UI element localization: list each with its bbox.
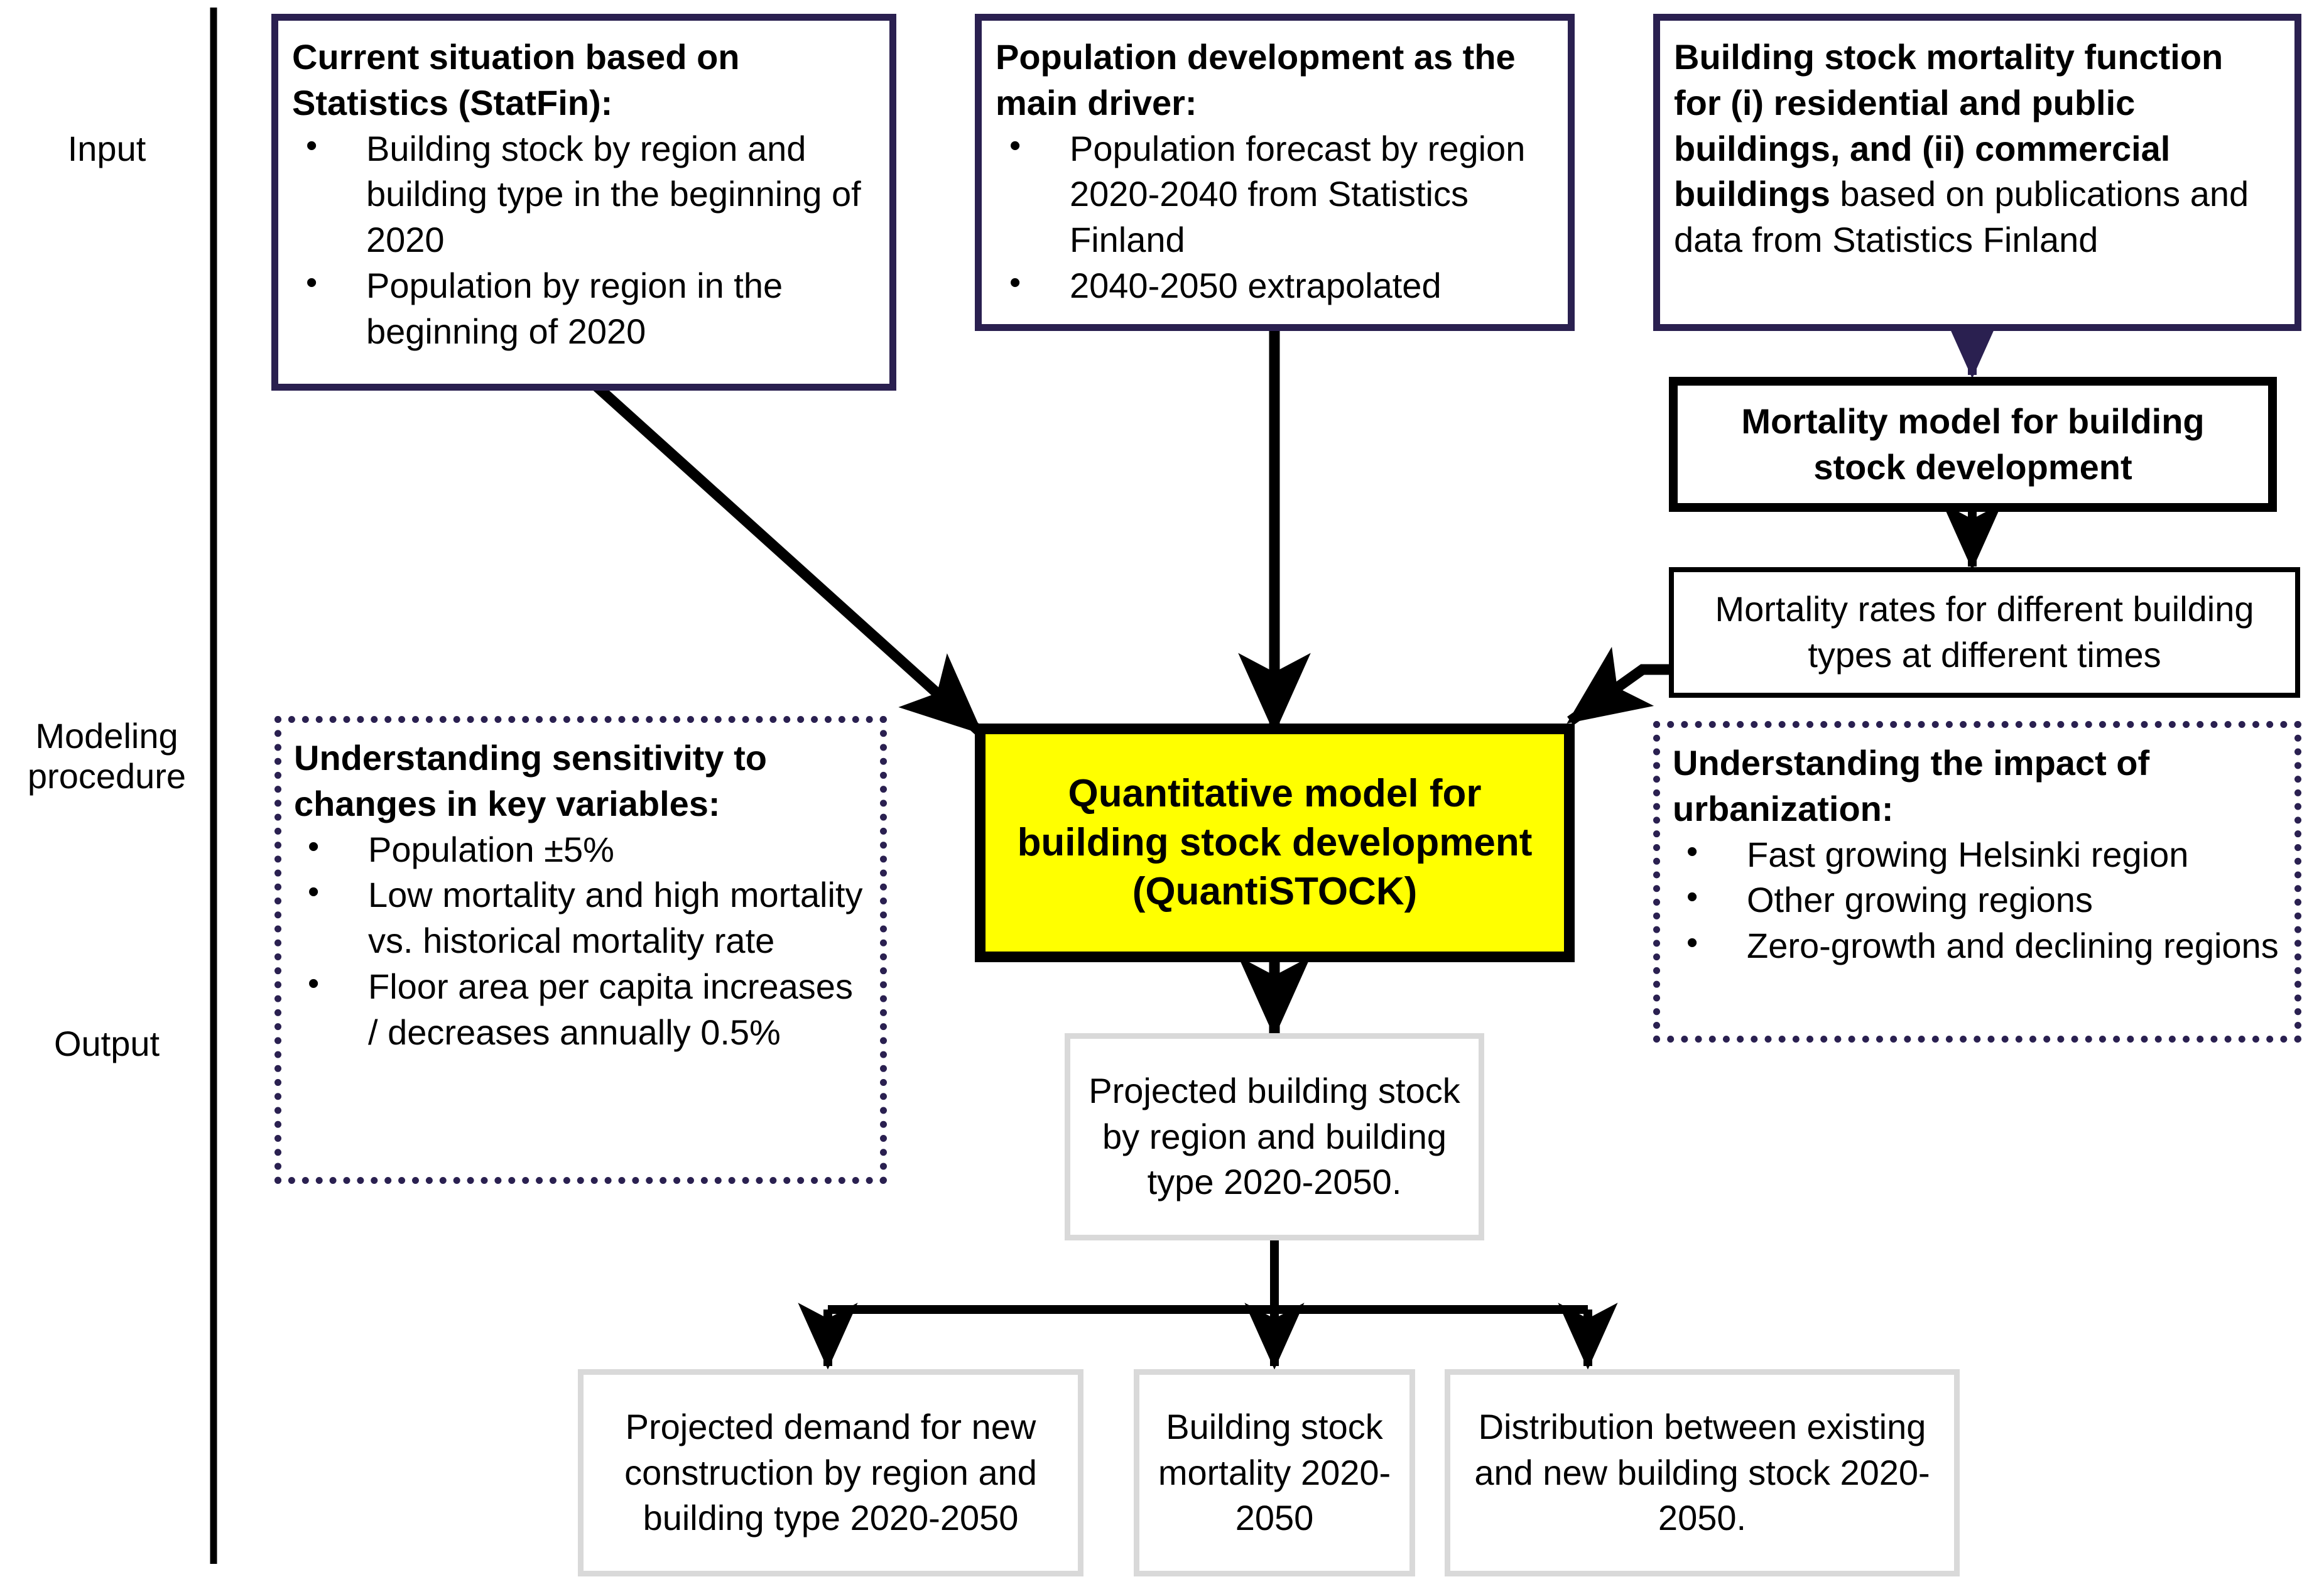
input-box-population-development: Population development as the main drive… bbox=[975, 14, 1575, 331]
arrow-current-situation-to-model bbox=[582, 372, 984, 736]
list-item: Floor area per capita increases / decrea… bbox=[294, 963, 865, 1056]
projected-stock-text: Projected building stock by region and b… bbox=[1089, 1070, 1460, 1202]
mortality-model-text: Mortality model for building stock devel… bbox=[1741, 401, 2205, 487]
sensitivity-bullets: Population ±5% Low mortality and high mo… bbox=[294, 826, 865, 1056]
stock-mortality-text: Building stock mortality 2020-2050 bbox=[1158, 1406, 1391, 1538]
output-box-new-construction: Projected demand for new construction by… bbox=[578, 1369, 1083, 1576]
input-box-mortality-function: Building stock mortality function for (i… bbox=[1653, 14, 2301, 331]
list-item: Population by region in the beginning of… bbox=[292, 262, 873, 355]
projected-stock-box: Projected building stock by region and b… bbox=[1065, 1033, 1484, 1240]
quantistock-model-box: Quantitative model for building stock de… bbox=[975, 724, 1575, 962]
current-situation-title: Current situation based on Statistics (S… bbox=[292, 37, 740, 122]
list-item: Other growing regions bbox=[1673, 876, 2279, 923]
current-situation-bullets: Building stock by region and building ty… bbox=[292, 125, 873, 355]
urbanization-title: Understanding the impact of urbanization… bbox=[1673, 743, 2150, 828]
input-box-current-situation: Current situation based on Statistics (S… bbox=[271, 14, 896, 391]
quantistock-model-text: Quantitative model for building stock de… bbox=[1017, 771, 1533, 914]
sensitivity-title: Understanding sensitivity to changes in … bbox=[294, 738, 767, 823]
mortality-rates-box: Mortality rates for different building t… bbox=[1669, 567, 2300, 698]
list-item: Zero-growth and declining regions bbox=[1673, 922, 2279, 969]
urbanization-bullets: Fast growing Helsinki region Other growi… bbox=[1673, 831, 2279, 969]
list-item: Fast growing Helsinki region bbox=[1673, 831, 2279, 878]
new-construction-text: Projected demand for new construction by… bbox=[624, 1406, 1037, 1538]
list-item: Low mortality and high mortality vs. his… bbox=[294, 871, 865, 964]
list-item: Population forecast by region 2020-2040 … bbox=[996, 125, 1551, 263]
list-item: 2040-2050 extrapolated bbox=[996, 262, 1551, 309]
mortality-model-box: Mortality model for building stock devel… bbox=[1669, 377, 2277, 512]
mortality-function-title-regular: based on publications and data from Stat… bbox=[1674, 174, 2249, 260]
sensitivity-box: Understanding sensitivity to changes in … bbox=[274, 716, 887, 1184]
list-item: Population ±5% bbox=[294, 826, 865, 873]
stage-label-output: Output bbox=[53, 1024, 160, 1063]
population-development-bullets: Population forecast by region 2020-2040 … bbox=[996, 125, 1551, 309]
stage-label-modeling-procedure: Modeling procedure bbox=[27, 716, 187, 796]
mortality-function-title-bold: Building stock mortality function for (i… bbox=[1674, 37, 2224, 214]
output-box-existing-vs-new: Distribution between existing and new bu… bbox=[1445, 1369, 1960, 1576]
list-item: Building stock by region and building ty… bbox=[292, 125, 873, 263]
stage-label-input: Input bbox=[67, 129, 146, 168]
mortality-rates-text: Mortality rates for different building t… bbox=[1715, 589, 2254, 675]
output-box-stock-mortality: Building stock mortality 2020-2050 bbox=[1134, 1369, 1415, 1576]
urbanization-box: Understanding the impact of urbanization… bbox=[1653, 721, 2301, 1043]
existing-vs-new-text: Distribution between existing and new bu… bbox=[1474, 1406, 1930, 1538]
population-development-title: Population development as the main drive… bbox=[996, 37, 1516, 122]
